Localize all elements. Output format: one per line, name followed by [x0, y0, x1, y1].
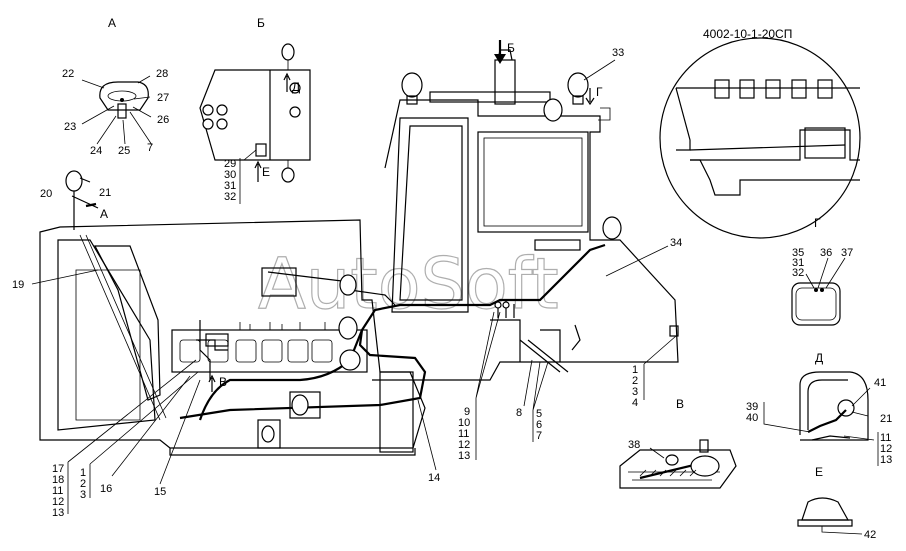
leader-5-7: [532, 361, 549, 442]
callout-1: 1: [632, 364, 638, 376]
callout-29: 29: [224, 158, 236, 170]
callout-5: 5: [536, 408, 542, 420]
callout-19: 19: [12, 279, 24, 291]
callout-27: 27: [157, 92, 169, 104]
leader-16: [111, 375, 191, 477]
callout-16: 16: [100, 483, 112, 495]
callout-40: 40: [746, 412, 758, 424]
view-v: [619, 439, 737, 489]
view-b: Б: [199, 16, 311, 183]
callout-4: 4: [632, 397, 638, 409]
callout-7b: 7: [536, 430, 542, 442]
view-a: А: [81, 16, 153, 146]
callout-11-d: 11: [880, 432, 891, 444]
view-g: [791, 257, 846, 326]
callout-31: 31: [224, 180, 236, 192]
view-b-title: Б: [257, 16, 265, 30]
callout-35: 35: [792, 247, 804, 259]
callout-41: 41: [874, 377, 886, 389]
leader-15: [159, 379, 201, 485]
callout-12-d: 12: [880, 443, 892, 455]
callout-39: 39: [746, 401, 758, 413]
view-g-marker: Г: [596, 85, 603, 99]
callout-11-left: 11: [52, 485, 63, 497]
callout-26: 26: [157, 114, 169, 126]
callout-3: 3: [632, 386, 638, 398]
view-d-marker: Д: [292, 80, 300, 94]
callout-1-left: 1: [80, 467, 86, 479]
callout-18: 18: [52, 474, 64, 486]
callout-12-left: 12: [52, 496, 64, 508]
callout-13-d: 13: [880, 454, 892, 466]
leader-1-3: [89, 371, 199, 498]
callout-37: 37: [841, 247, 853, 259]
callout-36: 36: [820, 247, 832, 259]
view-a-title: А: [108, 16, 116, 30]
callout-24: 24: [90, 145, 102, 157]
callout-28: 28: [156, 68, 168, 80]
callout-21: 21: [99, 187, 111, 199]
callout-33: 33: [612, 47, 624, 59]
view-e-marker: Е: [262, 165, 270, 179]
leader-1-4: [643, 335, 677, 400]
callout-34: 34: [670, 237, 682, 249]
callout-2: 2: [632, 375, 638, 387]
callout-30: 30: [224, 169, 236, 181]
callout-11: 11: [458, 428, 469, 440]
callout-12: 12: [458, 439, 470, 451]
callout-17: 17: [52, 463, 64, 475]
callout-31b: 31: [792, 257, 804, 269]
hood-lamp: [65, 170, 99, 230]
drawing-code: 4002-10-1-20СП: [703, 27, 792, 41]
callout-42: 42: [864, 529, 876, 541]
view-d-title: Д: [815, 351, 823, 365]
arrow-g: [585, 88, 595, 106]
leader-19: [31, 269, 99, 285]
callout-3-left: 3: [80, 489, 86, 501]
callout-13-left: 13: [52, 507, 64, 519]
callout-25: 25: [118, 145, 130, 157]
callout-9: 9: [464, 406, 470, 418]
leader-14: [417, 399, 437, 471]
view-v-title: В: [676, 397, 684, 411]
callout-32b: 32: [792, 267, 804, 279]
callout-2-left: 2: [80, 478, 86, 490]
view-a-marker: А: [100, 207, 108, 221]
view-e: [797, 497, 863, 535]
view-d: [799, 371, 875, 441]
callout-20: 20: [40, 188, 52, 200]
leader-34: [605, 245, 669, 277]
callout-8: 8: [516, 407, 522, 419]
callout-10: 10: [458, 417, 470, 429]
callout-32: 32: [224, 191, 236, 203]
callout-23: 23: [64, 121, 76, 133]
callout-7: 7: [147, 142, 153, 154]
callout-22: 22: [62, 68, 74, 80]
callout-13: 13: [458, 450, 470, 462]
leader-9-13: [475, 311, 501, 460]
callout-14: 14: [428, 472, 440, 484]
leader-8: [523, 359, 533, 407]
callout-15: 15: [154, 486, 166, 498]
leader-17-13: [67, 359, 197, 514]
tractor-main-view: [39, 49, 679, 456]
cab-detail-circle: [659, 37, 861, 239]
view-v-marker: В: [219, 375, 227, 389]
callout-38: 38: [628, 439, 640, 451]
view-b-marker: Б: [507, 41, 515, 55]
view-g-title: Г: [814, 216, 821, 230]
arrow-v: [208, 374, 216, 392]
view-e-title: Е: [815, 465, 823, 479]
callout-21b: 21: [880, 413, 892, 425]
callout-6: 6: [536, 419, 542, 431]
